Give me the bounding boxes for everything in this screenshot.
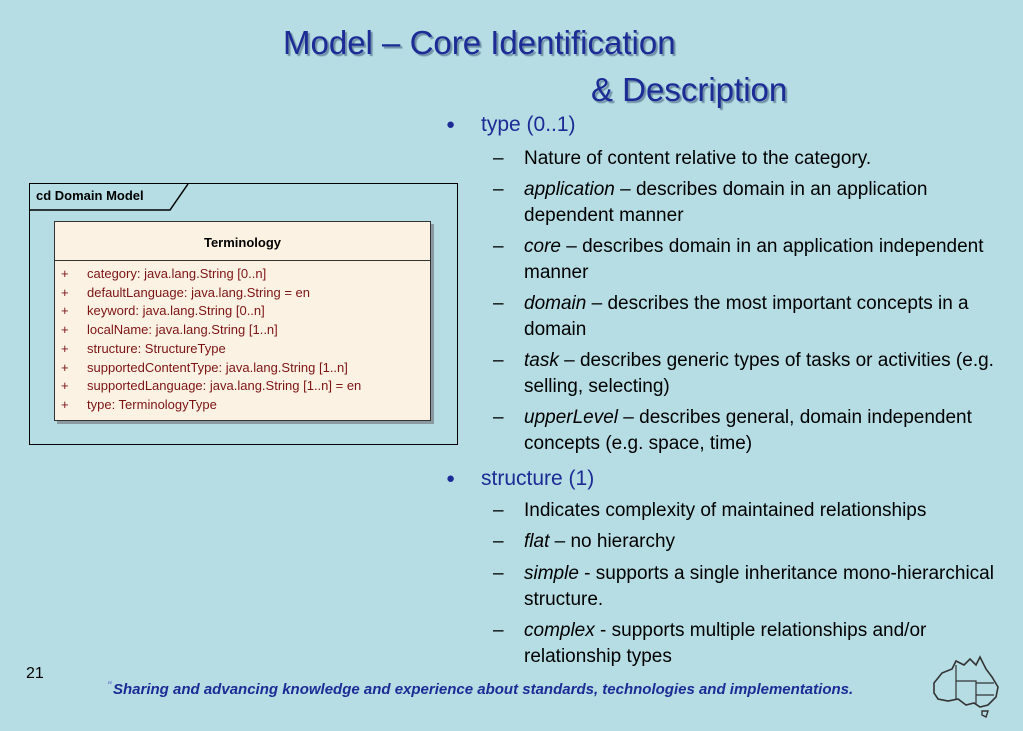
visibility-marker: + [61, 284, 69, 300]
dash-marker: – [493, 236, 504, 257]
description: – describes domain in an application dep… [524, 179, 928, 226]
bullet-dot: ● [446, 470, 456, 487]
attribute-text: structure: StructureType [87, 340, 226, 356]
footer-text: Sharing and advancing knowledge and expe… [113, 681, 854, 698]
term: flat [524, 531, 550, 552]
bullet-label: type (0..1) [481, 113, 576, 136]
bullet-label: structure (1) [481, 467, 595, 490]
visibility-marker: + [61, 378, 69, 394]
sub-bullet-text: complex - supports multiple relationship… [524, 618, 1019, 670]
class-box-terminology: Terminology + category: java.lang.String … [54, 221, 431, 421]
attribute-text: localName: java.lang.String [1..n] [87, 322, 278, 338]
term: upperLevel [524, 407, 619, 428]
description: - supports multiple relationships and/or… [524, 620, 927, 667]
attribute-row: + category: java.lang.String [0..n] [61, 265, 430, 284]
attribute-list: + category: java.lang.String [0..n] + defa… [55, 261, 430, 415]
dash-marker: – [493, 350, 504, 371]
description: - supports a single inheritance mono-hie… [524, 563, 994, 610]
description: Nature of content relative to the catego… [524, 148, 872, 169]
dash-marker: – [493, 293, 504, 314]
term: application [524, 179, 615, 200]
australia-map-icon [933, 655, 999, 718]
dash-marker: – [493, 407, 504, 428]
sub-bullet-text: upperLevel – describes general, domain i… [524, 405, 1019, 457]
attribute-row: + supportedLanguage: java.lang.String [1.… [61, 377, 430, 396]
frame-tab-outline [30, 184, 189, 211]
attribute-text: keyword: java.lang.String [0..n] [87, 303, 265, 319]
visibility-marker: + [61, 303, 69, 319]
sub-bullet-text: simple - supports a single inheritance m… [524, 561, 1019, 613]
footer-tagline: “ Sharing and advancing knowledge and ex… [107, 680, 854, 698]
dash-marker: – [493, 531, 504, 552]
visibility-marker: + [61, 359, 69, 375]
sub-bullet-text: task – describes generic types of tasks … [524, 348, 1019, 400]
attribute-row: + supportedContentType: java.lang.String … [61, 359, 430, 378]
dash-marker: – [493, 620, 504, 641]
slide-title-line2: & Description [591, 71, 788, 108]
description: – no hierarchy [549, 531, 676, 552]
attribute-text: supportedLanguage: java.lang.String [1..… [87, 378, 362, 394]
footer-quote-mark: “ [107, 680, 112, 691]
attribute-row: + localName: java.lang.String [1..n] [61, 321, 430, 340]
dash-marker: – [493, 148, 504, 169]
description: – describes general, domain independent … [524, 407, 972, 454]
description: – describes domain in an application ind… [524, 236, 984, 283]
description: – describes generic types of tasks or ac… [524, 350, 994, 397]
description: Indicates complexity of maintained relat… [524, 500, 927, 521]
attribute-text: supportedContentType: java.lang.String [… [87, 359, 348, 375]
sub-bullet-text: core – describes domain in an applicatio… [524, 234, 1019, 286]
class-name: Terminology [55, 222, 430, 261]
description: – describes the most important concepts … [524, 293, 969, 340]
term: task [524, 350, 559, 371]
dash-marker: – [493, 563, 504, 584]
sub-bullet-text: Indicates complexity of maintained relat… [524, 498, 1019, 524]
uml-frame: cd Domain Model Terminology + category: j… [29, 183, 458, 445]
term: domain [524, 293, 587, 314]
visibility-marker: + [61, 340, 69, 356]
attribute-row: + type: TerminologyType [61, 396, 430, 415]
term: complex [524, 620, 595, 641]
slide-number: 21 [26, 665, 44, 682]
bullet-dot: ● [446, 116, 456, 133]
attribute-text: category: java.lang.String [0..n] [87, 266, 267, 281]
dash-marker: – [493, 500, 504, 521]
attribute-row: + structure: StructureType [61, 340, 430, 359]
attribute-text: defaultLanguage: java.lang.String = en [87, 284, 310, 300]
sub-bullet-text: flat – no hierarchy [524, 529, 1019, 555]
dash-marker: – [493, 179, 504, 200]
term: simple [524, 563, 579, 584]
slide-title-line1: Model – Core Identification [283, 24, 676, 61]
frame-label: cd Domain Model [36, 188, 144, 203]
sub-bullet-text: application – describes domain in an app… [524, 177, 1019, 229]
attribute-text: type: TerminologyType [87, 396, 217, 412]
attribute-row: + defaultLanguage: java.lang.String = en [61, 284, 430, 303]
sub-bullet-text: Nature of content relative to the catego… [524, 146, 1019, 172]
visibility-marker: + [61, 396, 69, 412]
visibility-marker: + [61, 266, 69, 281]
visibility-marker: + [61, 322, 69, 338]
sub-bullet-text: domain – describes the most important co… [524, 291, 1019, 343]
term: core [524, 236, 561, 257]
attribute-row: + keyword: java.lang.String [0..n] [61, 302, 430, 321]
